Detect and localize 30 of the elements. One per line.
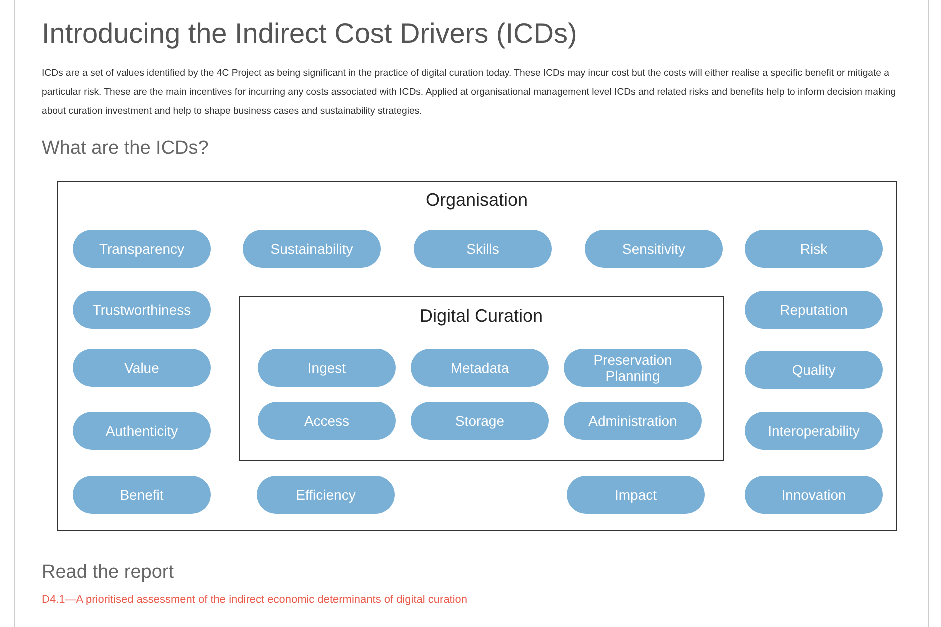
value-pill: Administration — [564, 402, 702, 440]
group-heading: Organisation — [424, 190, 530, 211]
value-pill: Preservation Planning — [564, 349, 702, 387]
value-pill: Benefit — [73, 476, 211, 514]
group-frame — [239, 296, 724, 461]
section-heading: Read the report — [42, 562, 176, 584]
value-pill: Transparency — [73, 230, 211, 268]
value-pill: Sustainability — [243, 230, 381, 268]
page-title: Introducing the Indirect Cost Drivers (ICDs) — [42, 18, 578, 50]
value-pill: Skills — [414, 230, 552, 268]
value-pill: Innovation — [745, 476, 883, 514]
value-pill: Authenticity — [73, 412, 211, 450]
value-pill: Value — [73, 349, 211, 387]
value-pill: Risk — [745, 230, 883, 268]
value-pill: Reputation — [745, 291, 883, 329]
value-pill: Quality — [745, 351, 883, 389]
group-frame — [57, 181, 897, 531]
value-pill: Ingest — [258, 349, 396, 387]
section-heading: What are the ICDs? — [42, 138, 210, 160]
value-pill: Storage — [411, 402, 549, 440]
report-link: D4.1—A prioritised assessment of the indirect economic determinants of digital curation — [42, 594, 468, 606]
value-pill: Sensitivity — [585, 230, 723, 268]
group-heading: Digital Curation — [418, 306, 544, 327]
value-pill: Access — [258, 402, 396, 440]
intro-paragraph: ICDs are a set of values identified by the 4C Project as being significant in the practice of digital curation today. These ICDs may incur cost but the costs will either realise a specific benefit or mitigate a particular risk. These are the main incentives for incurring any costs associated with ICDs. Applied at organisational management level ICDs and related risks and benefits help to inform decision making about curation investment and help to shape business cases and sustainability strategies. — [42, 67, 898, 119]
value-pill: Impact — [567, 476, 705, 514]
value-pill: Trustworthiness — [73, 291, 211, 329]
value-pill: Interoperability — [745, 412, 883, 450]
value-pill: Metadata — [411, 349, 549, 387]
value-pill: Efficiency — [257, 476, 395, 514]
